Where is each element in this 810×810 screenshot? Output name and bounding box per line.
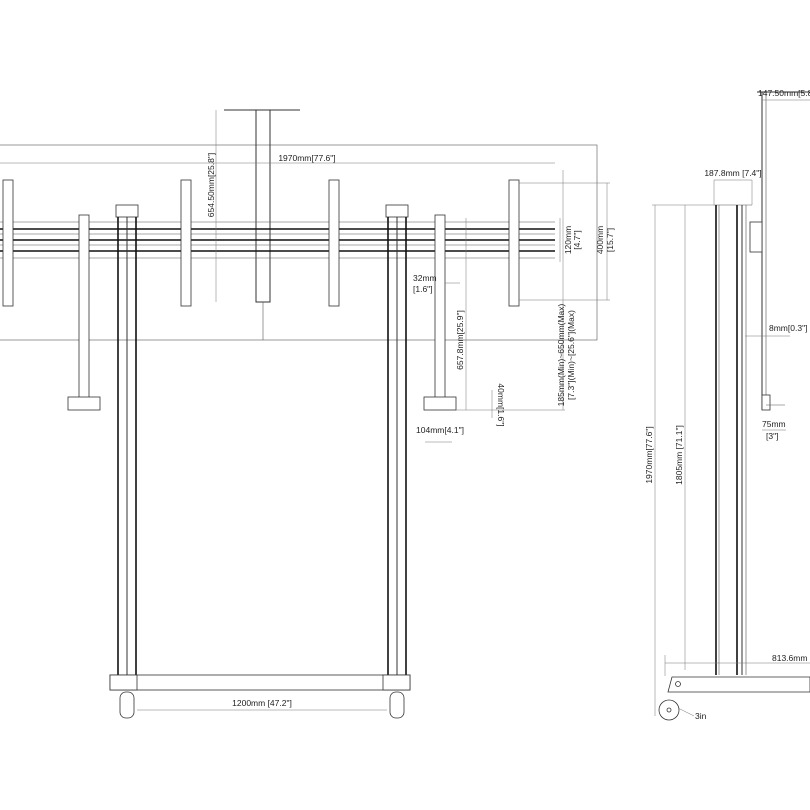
dim-foot-height: 40mm[1.6"]	[496, 383, 506, 426]
dim-rail-height-in: [4.7"]	[572, 230, 582, 250]
caster-wheels	[119, 691, 405, 719]
dim-caster: 3in	[695, 711, 707, 721]
front-view: 1970mm[77.6"] 654.50mm[25.8"] 120mm [4.7…	[0, 109, 615, 719]
dim-offset-mm: 32mm	[413, 273, 437, 283]
top-bracket-post	[255, 109, 271, 303]
screen-outline	[0, 144, 598, 341]
side-base	[667, 676, 810, 693]
dim-gap: 8mm[0.3"]	[769, 323, 807, 333]
dim-base-width: 1200mm [47.2"]	[232, 698, 292, 708]
dim-adjust-range-in: [7.3"](Min)~[25.6"](Max)	[566, 310, 576, 400]
columns	[115, 204, 409, 677]
side-mount-plate	[749, 221, 763, 253]
arms	[67, 214, 457, 411]
dim-overall-width: 1970mm[77.6"]	[278, 153, 335, 163]
dim-bracket-depth: 147.50mm[5.8	[758, 88, 810, 98]
dim-adjust-range-mm: 185mm(Min)~650mm(Max)	[556, 303, 566, 406]
vesa-strips	[2, 179, 520, 307]
dim-column-depth: 187.8mm [7.4"]	[704, 168, 761, 178]
dim-foot-in: [3"]	[766, 431, 778, 441]
dim-vesa-height-in: [15.7"]	[605, 228, 615, 252]
dim-vesa-height-mm: 400mm	[595, 226, 605, 254]
side-view: 147.50mm[5.8 187.8mm [7.4"] 8mm[0.3"] 75…	[644, 88, 810, 721]
side-column	[714, 204, 752, 675]
base-bar	[109, 674, 411, 691]
dim-foot-width: 104mm[4.1"]	[416, 425, 464, 435]
dimension-lines	[0, 110, 610, 711]
dim-base-depth: 813.6mm [	[772, 653, 810, 663]
dim-column-height: 1805mm [71.1"]	[674, 425, 684, 485]
dim-arm-length: 657.8mm[25.9"]	[455, 310, 465, 370]
side-dimension-lines	[652, 99, 810, 717]
dim-offset-in: [1.6"]	[413, 284, 433, 294]
horizontal-rails	[0, 221, 555, 259]
dim-foot-mm: 75mm	[762, 419, 786, 429]
dim-total-height: 1970mm[77.6"]	[644, 426, 654, 483]
dim-top-bracket-height: 654.50mm[25.8"]	[206, 153, 216, 217]
dim-rail-height-mm: 120mm	[563, 226, 573, 254]
